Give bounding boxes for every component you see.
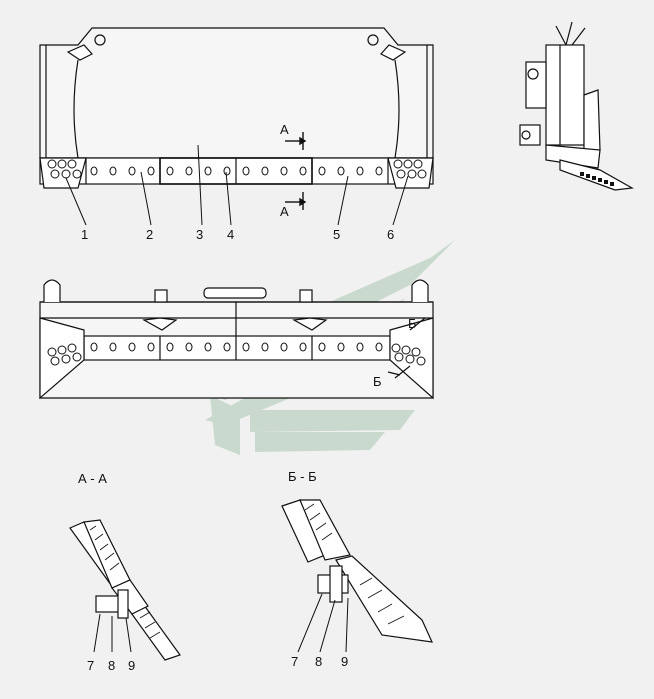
bolt-hole [90,166,98,176]
bolt-hole [318,166,326,176]
callout-1: 1 [81,227,88,242]
bolt-hole [223,166,231,176]
corner-bolt [417,169,427,179]
corner-bolt [67,159,77,169]
callout-5: 5 [333,227,340,242]
rear-view-bolt-holes [90,342,383,352]
corner-bolt [391,343,401,353]
bolt-hole [337,342,345,352]
section-b-callout-7: 7 [291,654,298,669]
section-mark-b-bottom: Б [373,374,382,389]
bolt-hole [261,342,269,352]
section-b-title: Б - Б [288,469,317,484]
section-b-callout-8: 8 [315,654,322,669]
front-view-leaders [65,144,409,226]
bolt-hole [299,342,307,352]
corner-bolt [396,169,406,179]
corner-bolt [57,345,67,355]
front-corner-bolts [47,159,427,179]
callout-3: 3 [196,227,203,242]
section-mark-a-top: А [280,122,289,137]
corner-bolt [413,159,423,169]
rear-view [39,279,434,400]
corner-bolt [47,159,57,169]
callout-4: 4 [227,227,234,242]
section-b-hatching [304,503,405,625]
front-view [39,27,434,189]
section-a-leaders [93,613,132,653]
bolt-hole [337,166,345,176]
bolt-hole [166,166,174,176]
corner-bolt [403,159,413,169]
bolt-hole [90,342,98,352]
corner-bolt [405,354,415,364]
section-mark-a-bottom: А [280,204,289,219]
section-b-drawing [281,499,433,643]
section-a-callout-8: 8 [108,658,115,673]
section-a-title: А - А [78,471,107,486]
section-b-callout-9: 9 [341,654,348,669]
corner-bolt [407,169,417,179]
corner-bolt [393,159,403,169]
callout-2: 2 [146,227,153,242]
bolt-hole [147,342,155,352]
callout-6: 6 [387,227,394,242]
section-line-a [285,132,307,210]
corner-bolt [401,345,411,355]
corner-bolt [411,347,421,357]
corner-bolt [61,354,71,364]
bolt-hole [261,166,269,176]
bolt-hole [242,166,250,176]
bolt-hole [147,166,155,176]
bolt-hole [280,342,288,352]
bolt-hole [185,166,193,176]
bolt-hole [299,166,307,176]
section-mark-b-top: Б [408,316,417,331]
bolt-hole [242,342,250,352]
bolt-hole [356,342,364,352]
bolt-hole [204,342,212,352]
side-view-bolts [580,172,614,186]
bolt-hole [128,166,136,176]
corner-bolt [61,169,71,179]
bolt-hole [375,166,383,176]
bolt-hole [280,166,288,176]
section-a-callout-7: 7 [87,658,94,673]
bolt-hole [318,342,326,352]
bolt-hole [185,342,193,352]
corner-bolt [72,169,82,179]
corner-bolt [394,352,404,362]
bolt-hole [166,342,174,352]
corner-bolt [72,352,82,362]
bolt-hole [356,166,364,176]
corner-bolt [47,347,57,357]
corner-bolt [50,169,60,179]
bolt-hole [109,166,117,176]
rear-corner-bolts [47,343,426,366]
section-a-hatching [89,525,161,639]
corner-bolt [67,343,77,353]
section-line-b [387,317,426,379]
bolt-hole [204,166,212,176]
front-view-bolt-holes [90,166,383,176]
section-a-callout-9: 9 [128,658,135,673]
corner-bolt [57,159,67,169]
bolt-hole [223,342,231,352]
bolt-hole [128,342,136,352]
side-view [519,21,634,191]
section-a-drawing [69,519,181,661]
corner-bolt [416,356,426,366]
corner-bolt [50,356,60,366]
section-b-leaders [297,593,349,653]
bolt-hole [375,342,383,352]
bolt-hole [109,342,117,352]
